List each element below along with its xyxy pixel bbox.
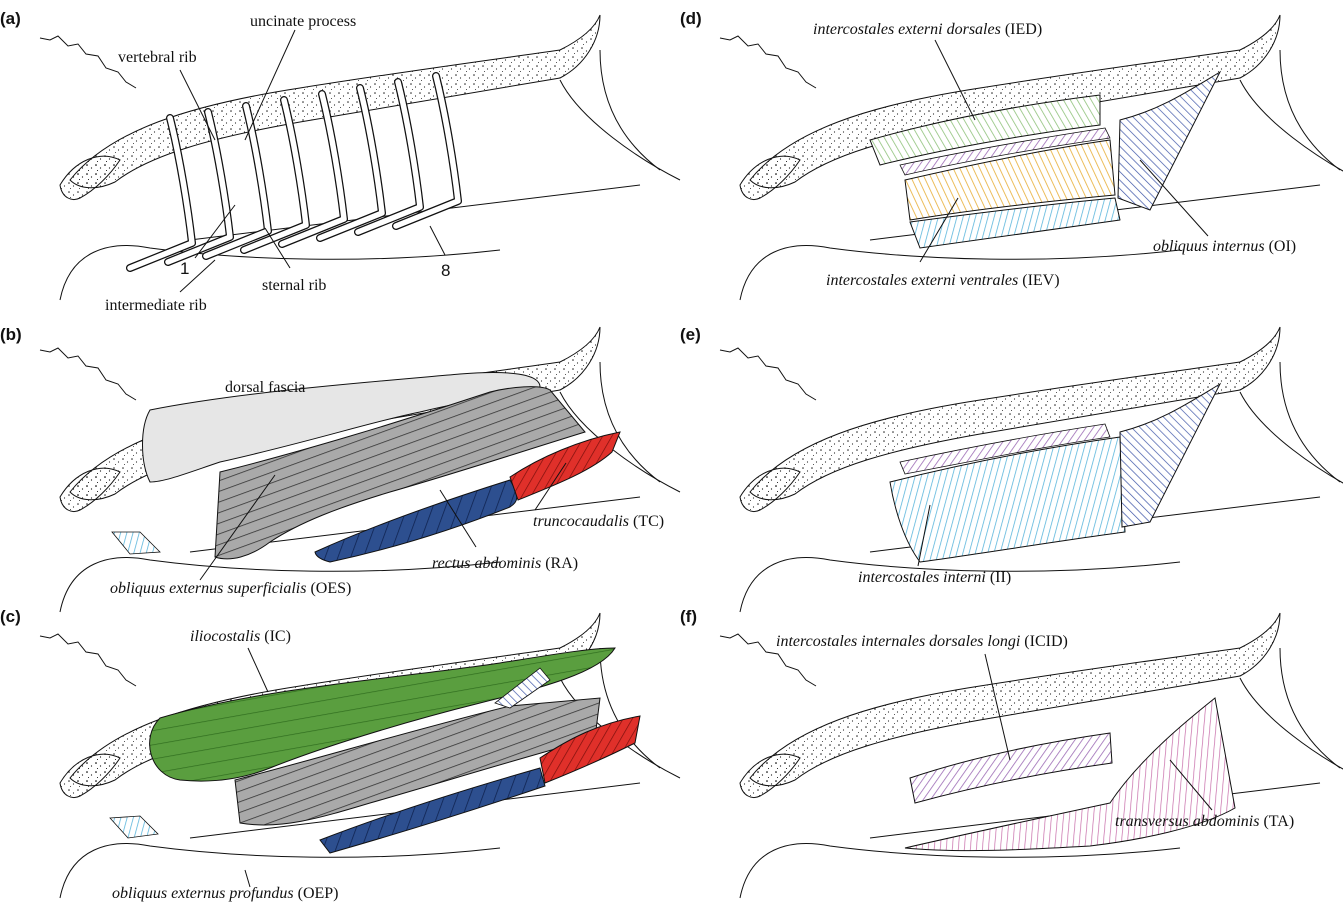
label-rib-8: 8 [441,261,450,280]
label-intermediate-rib: intermediate rib [105,297,207,314]
label-iev: intercostales externi ventrales (IEV) [826,272,1060,289]
panel-tag-c: (c) [0,607,21,626]
panel-e: (e) intercostales interni (II) [680,325,1343,612]
label-ied: intercostales externi dorsales (IED) [813,21,1042,38]
ii-muscle [890,437,1125,562]
panel-f: (f) intercostales internales dorsales lo… [680,607,1343,898]
label-ii: intercostales interni (II) [858,569,1011,586]
panel-c: (c) iliocostalis (IC) obliquus externus … [0,607,680,902]
label-oep: obliquus externus profundus (OEP) [112,885,339,902]
label-oes: obliquus externus superficialis (OES) [110,580,351,597]
label-rib-1: 1 [180,259,189,278]
panel-tag-e: (e) [680,325,701,344]
panel-tag-a: (a) [0,9,21,28]
label-oi: obliquus internus (OI) [1153,238,1296,255]
label-ra: rectus abdominis (RA) [432,555,578,572]
panel-b: (b) dorsal fascia truncocaudalis (TC) re… [0,325,680,612]
label-dorsal-fascia: dorsal fascia [225,379,305,396]
label-uncinate-process: uncinate process [250,13,356,30]
panel-tag-f: (f) [680,607,697,626]
panel-a: (a) uncinate process vertebral rib 1 8 s… [0,9,680,314]
label-ic: iliocostalis (IC) [190,628,291,645]
label-tc: truncocaudalis (TC) [533,513,664,530]
icid-muscle [910,733,1112,803]
panel-d: (d) intercostales externi dorsales (IED)… [680,9,1343,300]
label-sternal-rib: sternal rib [262,277,326,294]
label-ta: transversus abdominis (TA) [1115,813,1294,830]
panel-tag-b: (b) [0,325,22,344]
label-vertebral-rib: vertebral rib [118,49,197,66]
label-icid: intercostales internales dorsales longi … [776,633,1068,650]
panel-tag-d: (d) [680,9,702,28]
